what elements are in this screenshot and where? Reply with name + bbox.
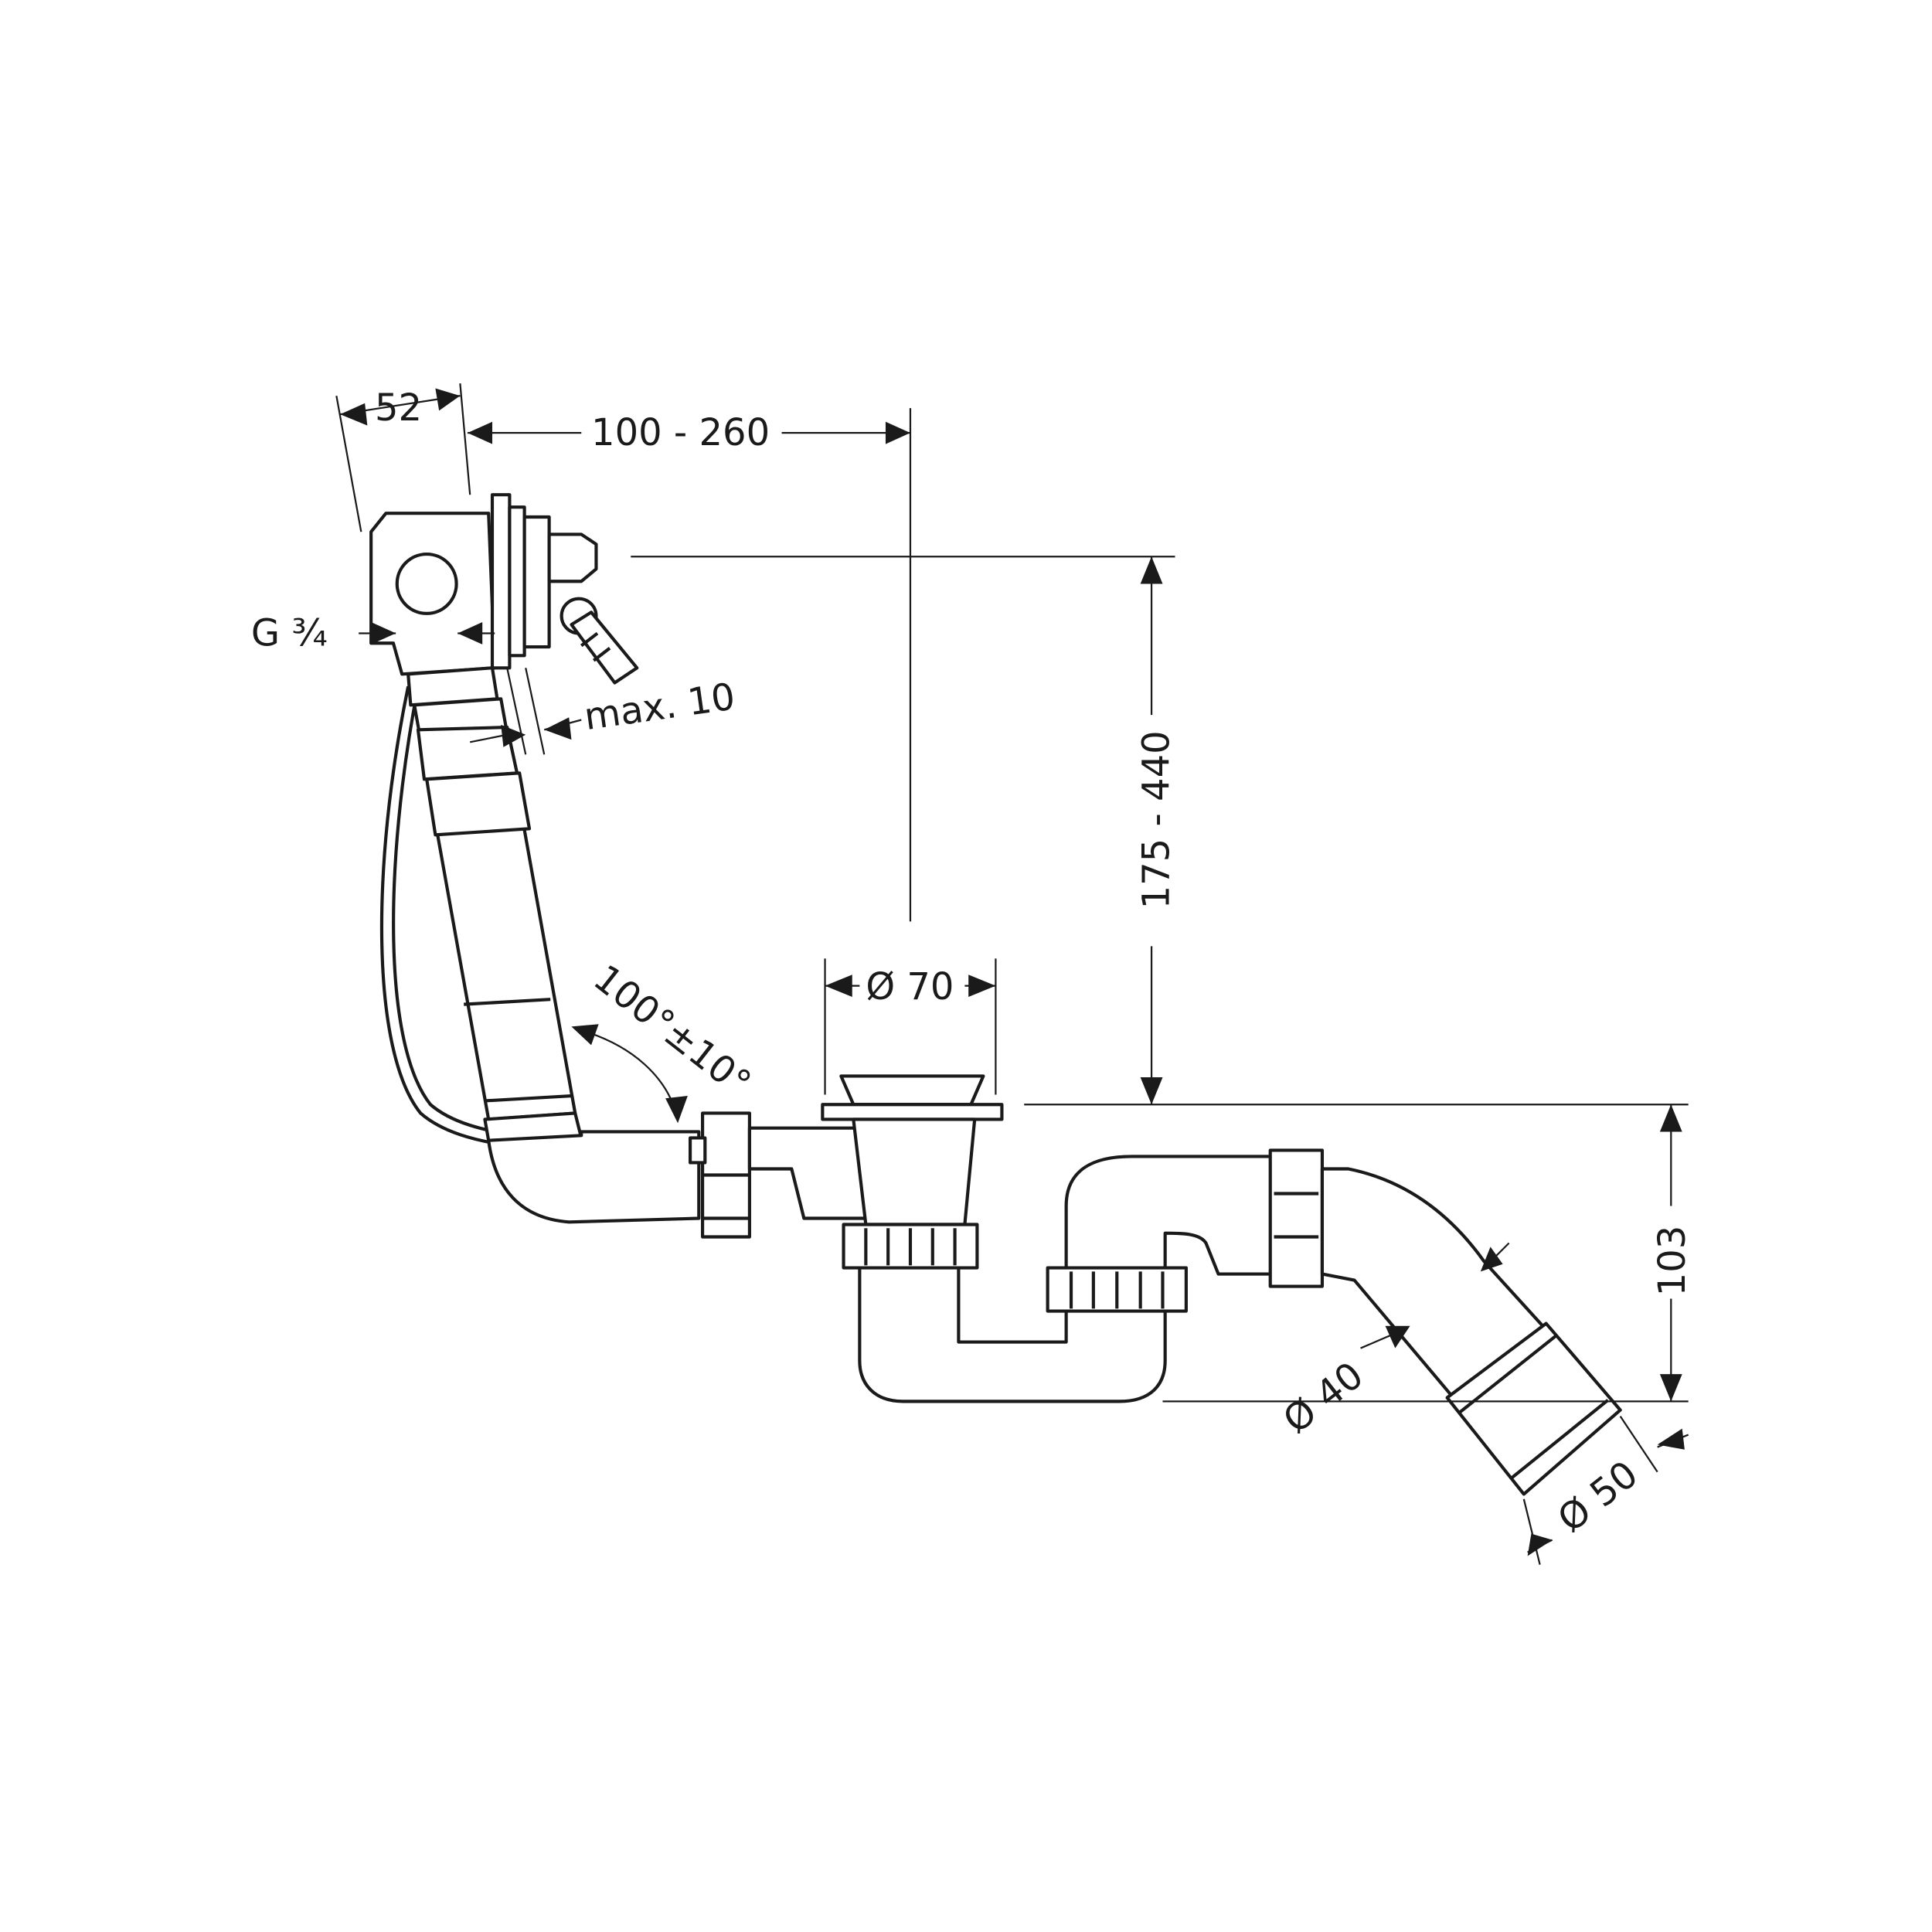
union-nut-left	[689, 1111, 751, 1239]
dim-103: 103	[1651, 1226, 1694, 1297]
union-nut-outlet	[1268, 1148, 1325, 1288]
connection-pipe	[487, 1130, 701, 1224]
dimension-lines	[335, 383, 1689, 1565]
union-nut-trap	[1046, 1266, 1188, 1313]
drain-assembly	[821, 1074, 1004, 1270]
trap	[858, 1266, 1167, 1403]
dim-100-260: 100 - 260	[591, 411, 770, 454]
dim-d70: Ø 70	[866, 965, 954, 1009]
dim-angle: 100°±10°	[586, 957, 759, 1105]
dim-max10: max. 10	[582, 675, 738, 739]
dim-175-440: 175 - 440	[1134, 730, 1178, 909]
overflow-pipe	[406, 666, 583, 1142]
overflow-head	[369, 493, 639, 685]
dim-d40: Ø 40	[1275, 1354, 1371, 1442]
dim-d50: Ø 50	[1550, 1453, 1646, 1541]
dim-52: 52	[375, 386, 422, 430]
dim-g34: G ³⁄₄	[251, 611, 328, 655]
